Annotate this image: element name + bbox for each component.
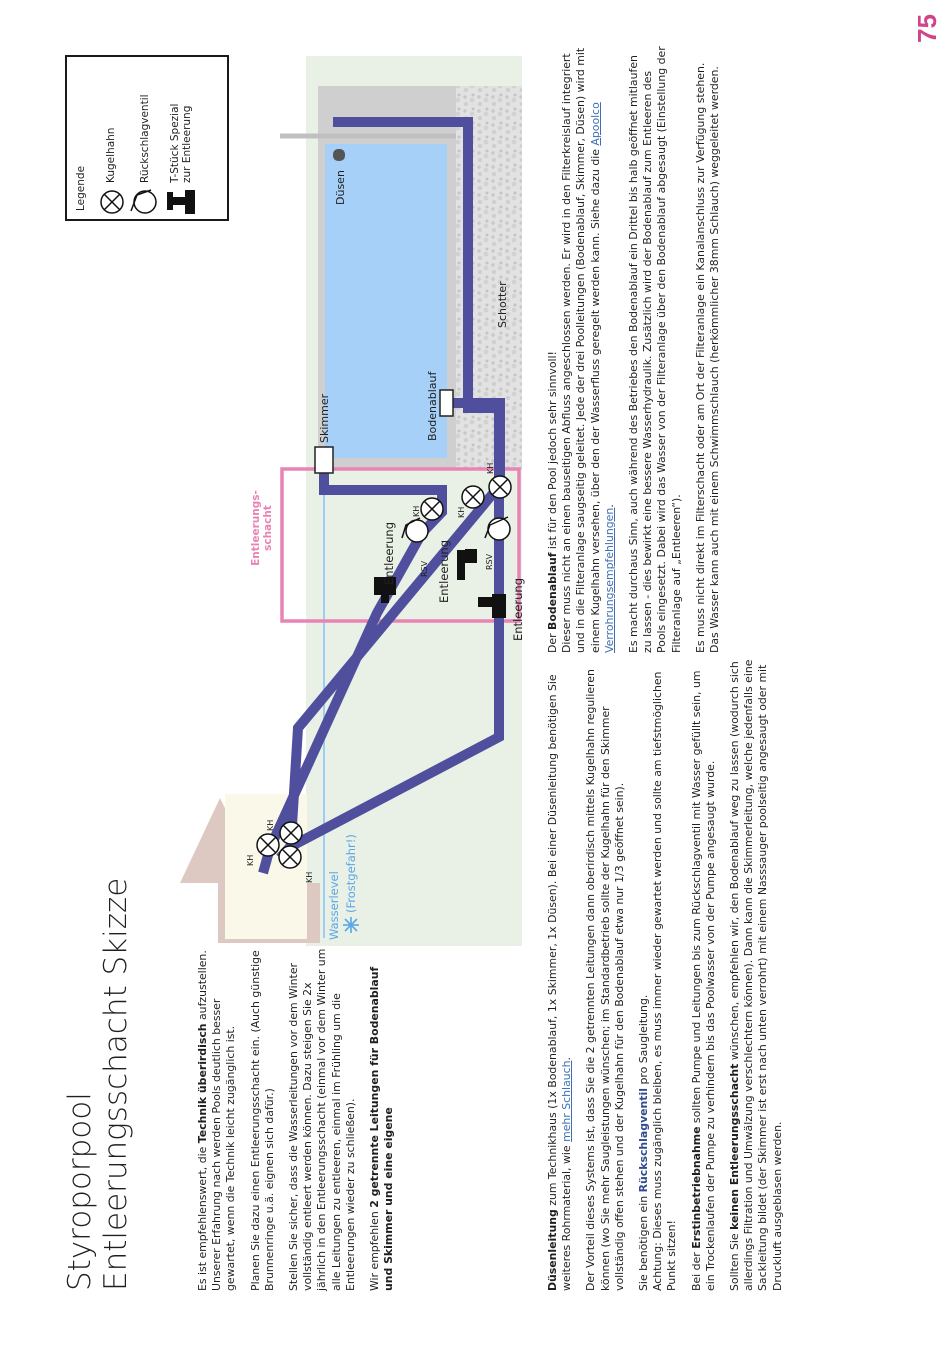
text-run: Bei der	[689, 1248, 703, 1291]
text-run-bold: Düsenleitung	[546, 1209, 559, 1291]
t-pieces	[374, 549, 506, 618]
text-run-highlight: Rückschlagventil	[637, 1088, 651, 1193]
label-schotter: Schotter	[496, 281, 509, 328]
text-run: Der	[546, 629, 559, 653]
ball-valve-house-3-icon	[279, 821, 303, 845]
left-paragraph-3: Stellen Sie sicher, dass die Wasserleitu…	[287, 948, 357, 1291]
legend-label-tstueck: T-Stück Spezial zur Entleerung	[169, 104, 193, 183]
schacht-label: Entleerungs- schacht	[250, 468, 274, 588]
gravel-area	[442, 86, 522, 470]
ball-valve-duesen-icon	[488, 475, 512, 499]
legend-label-tstueck-line-1: T-Stück Spezial	[169, 103, 181, 183]
legend-label-rueckschlagventil: Rückschlagventil	[139, 94, 151, 183]
label-rsv-1: RSV	[420, 560, 429, 577]
legend-label-tstueck-line-2: zur Entleerung	[181, 105, 193, 183]
schacht-label-line-2: schacht	[262, 505, 274, 551]
text-run: .	[560, 1056, 574, 1061]
t-piece-skimmer	[374, 577, 396, 603]
text-run: .	[602, 504, 616, 508]
text-run: Es ist empfehlenswert, die	[196, 1143, 209, 1291]
ball-valve-icon	[100, 190, 124, 214]
label-entleerung-skimmer: Entleerung	[382, 522, 396, 585]
middle-text-column: Düsenleitung zum Technikhaus (1x Bodenab…	[546, 651, 785, 1291]
legend-label-kugelhahn: Kugelhahn	[105, 127, 117, 183]
check-valve-skimmer-icon	[401, 517, 429, 543]
text-run-bold: Bodenablauf	[546, 552, 559, 630]
label-bodenablauf: Bodenablauf	[426, 371, 439, 441]
t-piece-icon	[167, 190, 195, 214]
label-duesen: Düsen	[334, 170, 347, 205]
mid-paragraph-1: Düsenleitung zum Technikhaus (1x Bodenab…	[546, 651, 574, 1291]
label-kh-4: KH	[246, 855, 255, 866]
text-run: Achtung: Dieses muss zugänglich bleiben,…	[651, 671, 679, 1291]
legend-box: Legende Kugelhahn Rückschlagventil T-St	[65, 55, 229, 221]
label-kh-3: KH	[486, 463, 495, 474]
text-run-bold: Technik überirdisch	[196, 1023, 209, 1144]
label-entleerung-duesen: Entleerung	[511, 578, 525, 641]
ball-valve-bodenablauf-icon	[461, 485, 485, 509]
mid-paragraph-4: Bei der Erstinbetriebnahme sollten Pumpe…	[690, 651, 718, 1291]
left-text-column: Es ist empfehlenswert, die Technik überi…	[196, 946, 396, 1291]
left-paragraph-4: Wir empfehlen 2 getrennte Leitungen für …	[368, 946, 396, 1291]
text-run: Sollten Sie	[728, 1229, 742, 1291]
right-paragraph-2: Es macht durchaus Sinn, auch während des…	[627, 46, 683, 653]
label-kh-2: KH	[457, 507, 466, 518]
ball-valve-house-2-icon	[256, 833, 280, 857]
label-wasserlevel: Wasserlevel	[327, 871, 341, 940]
bodenablauf-pipe	[285, 398, 505, 859]
right-paragraph-1: Der Bodenablauf ist für den Pool jedoch …	[546, 45, 617, 653]
label-kh-6: KH	[305, 872, 314, 883]
label-kh-1: KH	[412, 506, 421, 517]
mehr-schlauch-link[interactable]: mehr Schlauch	[560, 1060, 574, 1142]
skimmer-pipe	[258, 458, 447, 875]
text-run: ist für den Pool jedoch sehr sinnvoll!	[546, 351, 559, 553]
right-paragraph-3: Es muss nicht direkt im Filterschacht od…	[693, 62, 722, 653]
label-skimmer: Skimmer	[318, 393, 331, 443]
ball-valve-house-1-icon	[278, 845, 302, 869]
label-frostgefahr: (Frostgefahr!)	[344, 834, 358, 913]
label-kh-5: KH	[266, 820, 275, 831]
text-run-bold: keinen Entleerungsschacht	[728, 1063, 742, 1230]
mid-paragraph-3: Sie benötigen ein Rückschlagventil pro S…	[637, 651, 680, 1291]
legend-icons	[100, 189, 195, 214]
text-run: pro Saugleitung.	[637, 994, 651, 1089]
t-piece-bodenablauf	[457, 549, 477, 580]
t-piece-duesen	[478, 594, 506, 618]
text-run: Sie benötigen ein	[637, 1192, 651, 1291]
left-paragraph-1: Es ist empfehlenswert, die Technik überi…	[196, 946, 239, 1291]
label-entleerung-bodenablauf: Entleerung	[437, 540, 451, 603]
check-valve-duesen-icon	[484, 516, 511, 541]
text-run: zum Technikhaus (1x Bodenablauf, 1x Skim…	[546, 674, 574, 1291]
label-rsv-2: RSV	[485, 553, 494, 570]
check-valve-icon	[130, 189, 157, 214]
skimmer-box	[314, 446, 334, 474]
bodenablauf-box	[439, 389, 454, 417]
entleerungsschacht	[280, 467, 521, 623]
text-run: Wir empfehlen	[368, 1207, 382, 1291]
mid-paragraph-5: Sollten Sie keinen Entleerungsschacht wü…	[728, 651, 785, 1291]
right-text-column: Der Bodenablauf ist für den Pool jedoch …	[546, 45, 722, 653]
schacht-label-line-1: Entleerungs-	[250, 490, 262, 566]
text-run-bold: Erstinbetriebnahme	[689, 1126, 703, 1249]
snowflake-icon	[343, 917, 359, 933]
pool-water	[325, 144, 447, 458]
ball-valve-skimmer-icon	[420, 497, 444, 521]
mid-paragraph-2: Der Vorteil dieses Systems ist, dass Sie…	[584, 669, 626, 1291]
pipes	[258, 117, 505, 875]
duesen-nozzle	[333, 149, 345, 161]
left-paragraph-2: Planen Sie dazu einen Entleerungsschacht…	[248, 950, 276, 1291]
